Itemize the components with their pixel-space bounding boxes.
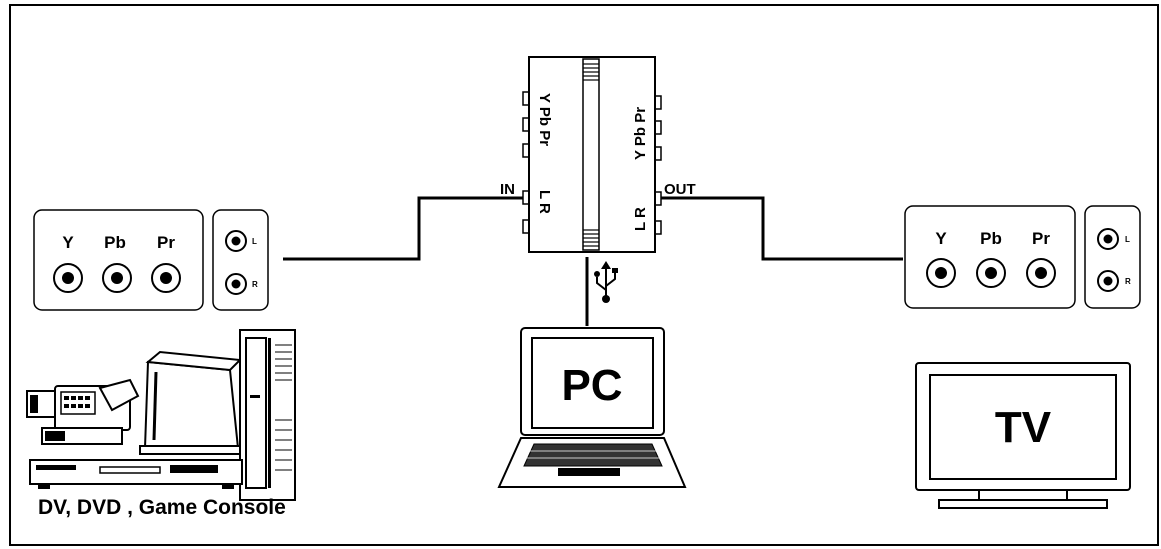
source-r-jack (225, 273, 247, 295)
device-left-component-label: Y Pb Pr (536, 93, 553, 146)
source-l-label: L (252, 237, 257, 246)
source-pb-jack (102, 263, 132, 293)
sink-pb-jack (976, 258, 1006, 288)
sink-audio-panel: L R (1084, 205, 1141, 309)
tv-stand (938, 499, 1108, 509)
tv-neck (978, 489, 1068, 501)
sink-y-jack (926, 258, 956, 288)
tv-monitor: TV (915, 362, 1131, 509)
tower-console-icon (239, 329, 296, 501)
device-left-audio-label: L R (536, 190, 553, 214)
device-right-audio-label: L R (632, 207, 649, 231)
source-devices-illustration (26, 329, 296, 501)
usb-icon (594, 261, 618, 303)
in-label: IN (500, 181, 515, 198)
sink-r-label: R (1125, 277, 1131, 286)
source-pr-jack (151, 263, 181, 293)
camcorder-icon (26, 378, 140, 445)
tv-screen (929, 374, 1117, 480)
laptop-keyboard (523, 443, 663, 467)
sink-component-panel: Y Pb Pr (904, 205, 1076, 309)
sink-pr-label: Pr (1032, 229, 1050, 248)
capture-device: Y Pb Pr L R Y Pb Pr L R (522, 56, 662, 253)
out-label: OUT (664, 181, 696, 198)
device-right-component-label: Y Pb Pr (632, 107, 649, 160)
sink-l-jack (1097, 228, 1119, 250)
device-center-strip (582, 58, 600, 251)
source-r-label: R (252, 280, 258, 289)
diagram-frame (9, 4, 1159, 546)
sink-y-label: Y (935, 229, 947, 248)
source-y-label: Y (62, 233, 74, 252)
source-component-panel: Y Pb Pr (33, 209, 204, 311)
source-caption: DV, DVD , Game Console (38, 496, 286, 519)
output-cable (661, 196, 903, 261)
tv-label: TV (995, 403, 1052, 452)
input-cable (283, 196, 523, 261)
source-audio-panel: L R (212, 209, 269, 311)
sink-l-label: L (1125, 235, 1130, 244)
laptop-screen (531, 337, 654, 429)
sink-pb-label: Pb (980, 229, 1002, 248)
pc-laptop: PC (497, 327, 687, 488)
laptop-spacebar (558, 468, 620, 476)
device-left-ports (522, 91, 530, 234)
sink-r-jack (1097, 270, 1119, 292)
pc-label: PC (561, 361, 622, 410)
source-l-jack (225, 230, 247, 252)
sink-pr-jack (1026, 258, 1056, 288)
source-pb-label: Pb (104, 233, 126, 252)
source-pr-label: Pr (157, 233, 175, 252)
laptop-base (497, 437, 687, 488)
laptop-lid (520, 327, 665, 436)
game-console-icon (139, 350, 246, 455)
source-y-jack (53, 263, 83, 293)
dvd-player-icon (29, 459, 243, 489)
